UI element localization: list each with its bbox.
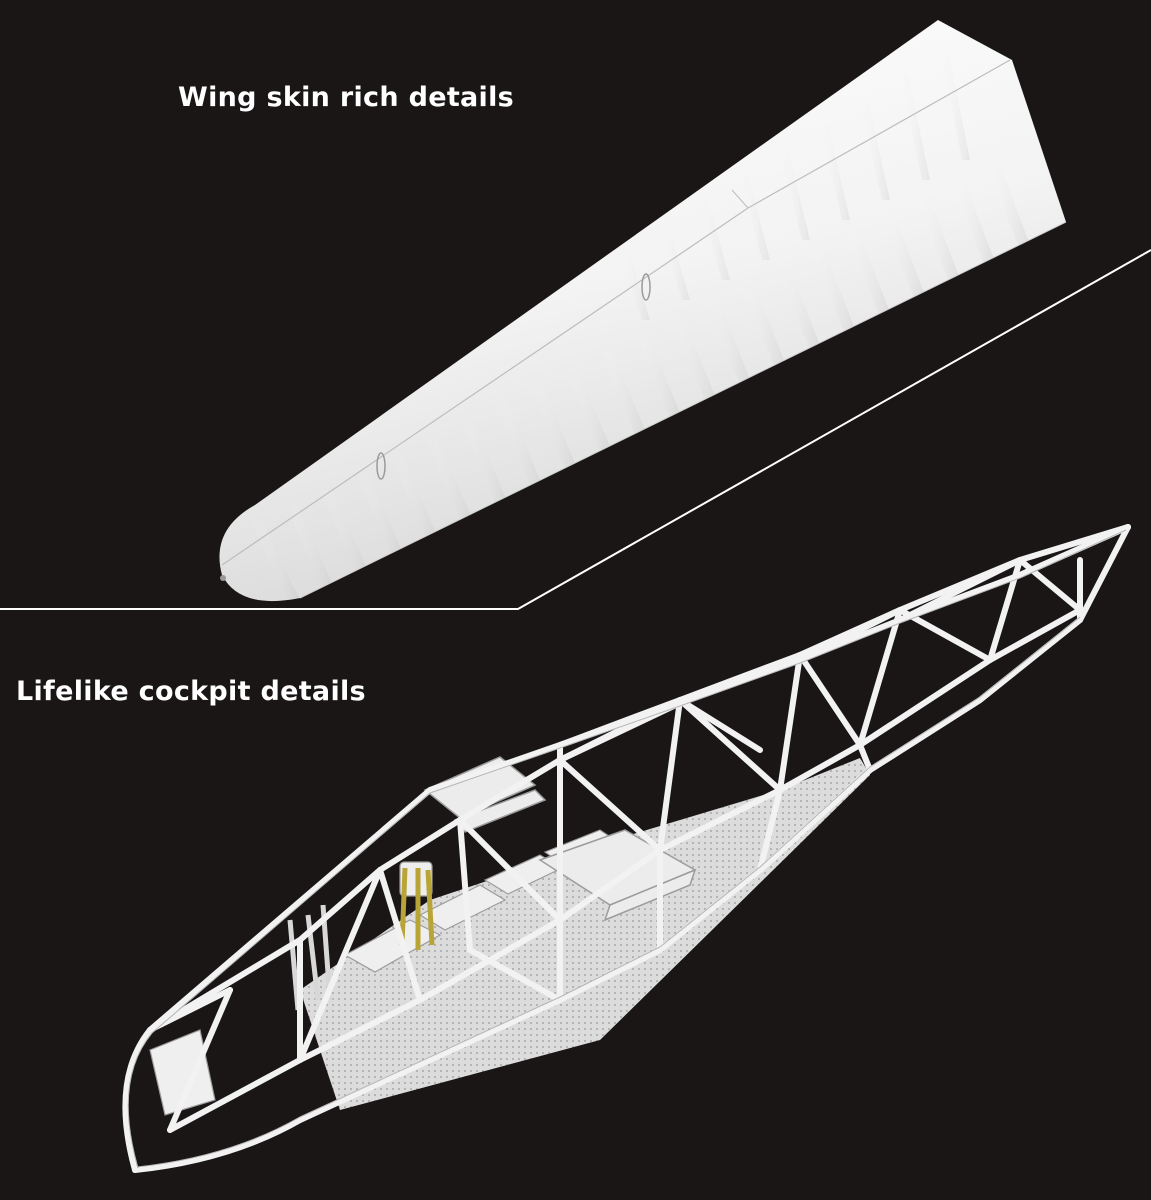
section-divider xyxy=(0,249,1151,610)
wing-model xyxy=(219,20,1067,602)
cockpit-caption: Lifelike cockpit details xyxy=(16,676,366,707)
fuselage-frame-model xyxy=(122,524,1131,1173)
harness xyxy=(399,861,435,950)
wing-caption: Wing skin rich details xyxy=(178,82,515,113)
